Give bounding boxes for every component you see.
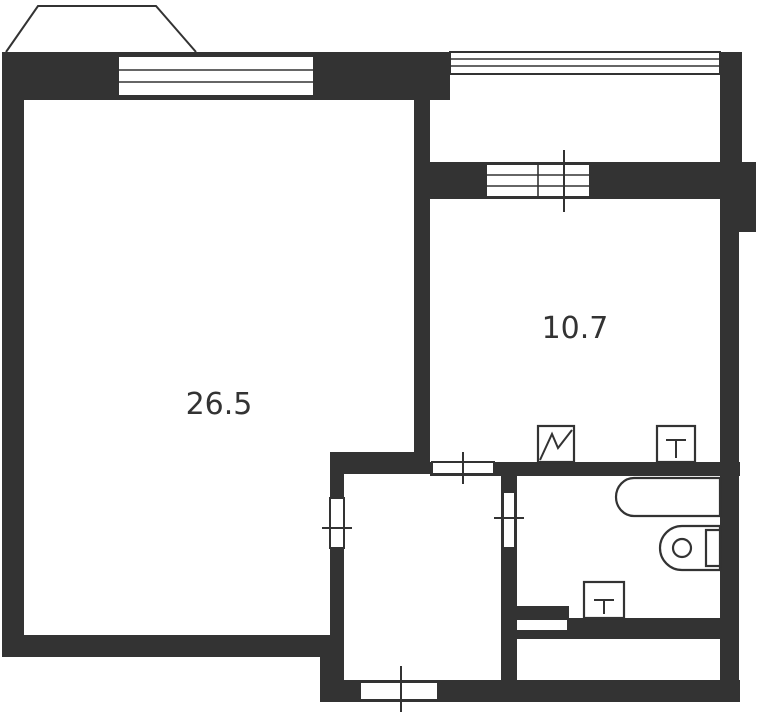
balcony-glazing xyxy=(449,51,721,75)
door-living-room xyxy=(322,497,352,549)
kitchen-area-label: 10.7 xyxy=(542,311,609,346)
toilet-icon xyxy=(658,524,722,572)
bathtub-icon xyxy=(614,476,722,518)
living-room-area-label: 26.5 xyxy=(186,387,253,422)
door-kitchen xyxy=(431,452,495,484)
water-heater-icon xyxy=(582,580,626,620)
door-bathroom xyxy=(494,491,524,549)
walls xyxy=(2,52,756,702)
boiler-icon xyxy=(655,424,697,464)
radiator-icon xyxy=(536,424,576,464)
balcony-door xyxy=(485,150,591,212)
balcony-left xyxy=(5,5,197,53)
door-entrance xyxy=(359,666,439,712)
window-living-room xyxy=(117,55,315,97)
